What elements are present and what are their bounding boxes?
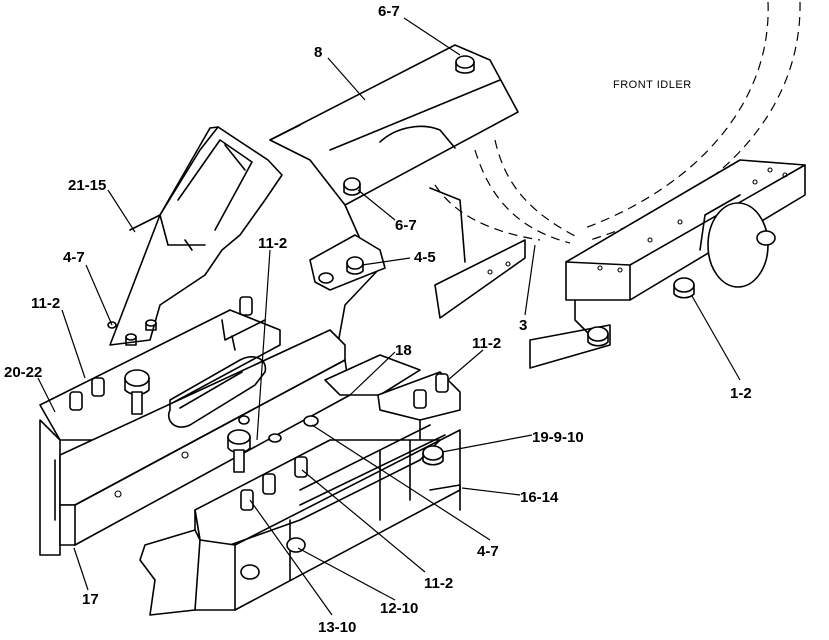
label-6-7-top: 6-7: [378, 3, 400, 20]
bolt-19-9-10: [422, 445, 444, 466]
label-12-10: 12-10: [380, 600, 418, 617]
label-13-10: 13-10: [318, 619, 356, 636]
label-21-15: 21-15: [68, 177, 106, 194]
label-1-2: 1-2: [730, 385, 752, 402]
label-4-7-left: 4-7: [63, 249, 85, 266]
front-idler-caption: FRONT IDLER: [613, 79, 692, 91]
label-4-5: 4-5: [414, 249, 436, 266]
bolt-1-2: [587, 230, 776, 347]
label-17: 17: [82, 591, 99, 608]
label-11-2-bottom: 11-2: [424, 575, 453, 592]
label-19-9-10: 19-9-10: [532, 429, 584, 446]
bolt-center: [227, 415, 319, 473]
label-16-14: 16-14: [520, 489, 559, 506]
label-11-2-right: 11-2: [472, 335, 501, 352]
label-11-2-left: 11-2: [31, 295, 60, 312]
guard-part-21-15: [109, 126, 283, 346]
bolts-12-10: [240, 537, 306, 580]
part-labels: 6-7 8 21-15 4-7 11-2 20-22 11-2 6-7 4-5 …: [4, 3, 752, 636]
label-18: 18: [395, 342, 412, 359]
bolts-4-7-left: [107, 319, 157, 346]
label-6-7-mid: 6-7: [395, 217, 417, 234]
bolt-6-7-top: [455, 55, 475, 74]
label-11-2-mid: 11-2: [258, 235, 287, 252]
bolt-4-5: [318, 256, 364, 284]
label-3: 3: [519, 317, 527, 334]
lower-frame-assembly: [39, 309, 461, 616]
studs-11-2-left: [69, 296, 253, 411]
bolt-6-7-mid: [343, 177, 361, 196]
studs-11-2-right: [413, 373, 449, 409]
leader-lines: [37, 17, 741, 616]
main-frame-part-8: [269, 44, 519, 361]
side-rail-part-3: [429, 159, 806, 369]
label-8: 8: [314, 44, 322, 61]
bolt-20-22: [124, 369, 150, 415]
label-4-7-bottom: 4-7: [477, 543, 499, 560]
label-20-22: 20-22: [4, 364, 42, 381]
